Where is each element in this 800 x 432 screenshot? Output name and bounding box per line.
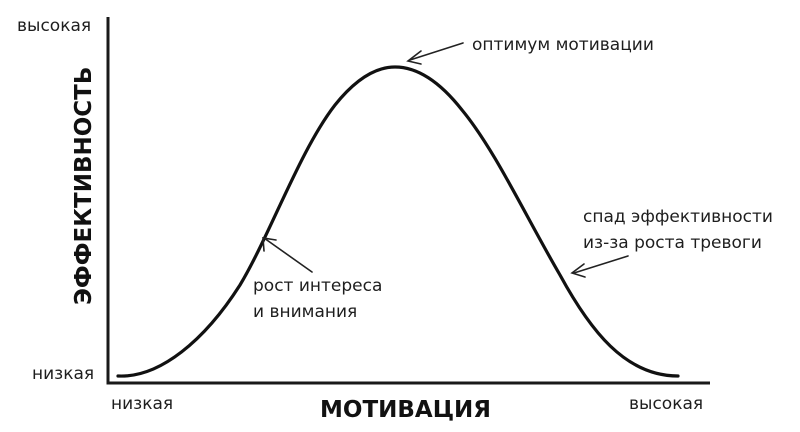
arrow-falling-icon	[570, 255, 629, 278]
y-axis-low-label: низкая	[32, 364, 95, 384]
annotation-rising-line2: и внимания	[253, 302, 358, 322]
x-axis-title: МОТИВАЦИЯ	[320, 397, 492, 423]
annotation-falling-line2: из-за роста тревоги	[583, 233, 762, 253]
arrow-rising-icon	[262, 237, 313, 273]
arrow-optimum-icon	[406, 42, 464, 65]
annotation-optimum: оптимум мотивации	[472, 35, 654, 55]
performance-curve	[116, 65, 680, 378]
annotation-falling-line1: спад эффективности	[583, 207, 773, 227]
x-axis-low-label: низкая	[111, 394, 174, 414]
annotation-rising-line1: рост интереса	[253, 276, 383, 296]
y-axis-title: ЭФФЕКТИВНОСТЬ	[71, 66, 97, 305]
x-axis-high-label: высокая	[629, 394, 704, 414]
y-axis-high-label: высокая	[17, 16, 92, 36]
annotation-rising: рост интереса и внимания	[253, 273, 382, 325]
annotation-falling: спад эффективности из-за роста тревоги	[583, 204, 773, 256]
